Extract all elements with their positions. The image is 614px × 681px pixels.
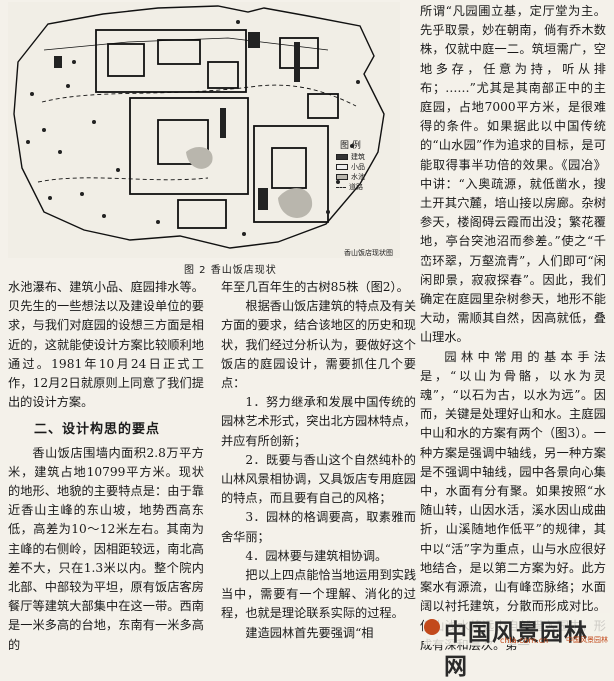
list-item: 2．既要与香山这个自然纯朴的山林风景相协调，又具饭店专用庭园的特点，而且要有自己…: [221, 452, 416, 506]
logo-mark-icon: [424, 619, 440, 635]
paragraph: 把以上四点能恰当地运用到实践当中，需要有一个理解、消化的过程，也就是理论联系实际…: [221, 568, 417, 621]
legend-item-label: 道路: [349, 183, 363, 191]
legend-item-label: 小品: [351, 163, 365, 171]
legend-item: 水池: [336, 172, 365, 182]
document-page: 图 例 建筑 小品 水池 道路 香山饭店现状图 图 2 香山饭店现状 水池瀑布、…: [8, 2, 610, 680]
paragraph: 香山饭店围墙内面积2.8万平方米，建筑占地10799平方米。现状的地形、地貌的主…: [8, 445, 204, 652]
figure-caption: 图 2 香山饭店现状: [184, 265, 277, 276]
text-column-middle: 年至几百年生的古树85株（图2）。 根据香山饭店建筑的特点及有关方面的要求，结合…: [221, 278, 416, 643]
watermark-subtitle: 中国风景园林: [566, 636, 608, 644]
list-item: 4．园林要与建筑相协调。: [245, 548, 388, 563]
legend-swatch-pond: [336, 174, 348, 180]
paragraph: 园林中常用的基本手法是，“以山为骨骼，以水为灵魂”，“以石为古，以水为远”。因而…: [420, 349, 606, 652]
list-item: 3．园林的格调要高，取素雅而舍华丽；: [221, 510, 416, 544]
list-item: 1．努力继承和发展中国传统的园林艺术形式，突出北方园林特点，并应有所创新；: [221, 395, 416, 448]
legend-item-label: 水池: [351, 173, 365, 181]
paragraph: 根据香山饭店建筑的特点及有关方面的要求，结合该地区的历史和现状，我们经过分析认为…: [221, 299, 417, 391]
legend-swatch-path: [336, 186, 346, 188]
paragraph: 建造园林首先要强调“相: [245, 625, 374, 640]
paragraph: 年至几百年生的古树85株（图2）。: [221, 280, 409, 294]
watermark-logo: 中国风景园林网 chla.com.cn 中国风景园林: [424, 613, 610, 680]
site-plan-drawing: [13, 5, 385, 249]
watermark-url: chla.com.cn: [500, 636, 549, 645]
site-plan-figure: 图 例 建筑 小品 水池 道路 香山饭店现状图: [8, 2, 400, 258]
legend-item: 小品: [336, 162, 365, 172]
legend-item-label: 建筑: [351, 153, 365, 161]
legend: 建筑 小品 水池 道路: [336, 152, 365, 192]
legend-swatch-building: [336, 154, 348, 160]
map-source-label: 香山饭店现状图: [344, 249, 393, 257]
paragraph: 所谓“凡园圃立基，定厅堂为主。先乎取景，妙在朝南，倘有乔木数株，仅就中庭一二。筑…: [420, 4, 606, 345]
section-heading: 二、设计构思的要点: [34, 422, 161, 438]
legend-item: 建筑: [336, 152, 365, 162]
text-column-right: 所谓“凡园圃立基，定厅堂为主。先乎取景，妙在朝南，倘有乔木数株，仅就中庭一二。筑…: [420, 2, 606, 655]
legend-title: 图 例: [340, 141, 361, 151]
paragraph: 水池瀑布、建筑小品、庭园排水等。贝先生的一些想法以及建设单位的要求，与我们对庭园…: [8, 280, 204, 410]
legend-item: 道路: [336, 182, 365, 192]
text-column-left: 水池瀑布、建筑小品、庭园排水等。贝先生的一些想法以及建设单位的要求，与我们对庭园…: [8, 278, 204, 655]
watermark-title: 中国风景园林网: [444, 620, 588, 680]
legend-swatch-feature: [336, 164, 348, 170]
